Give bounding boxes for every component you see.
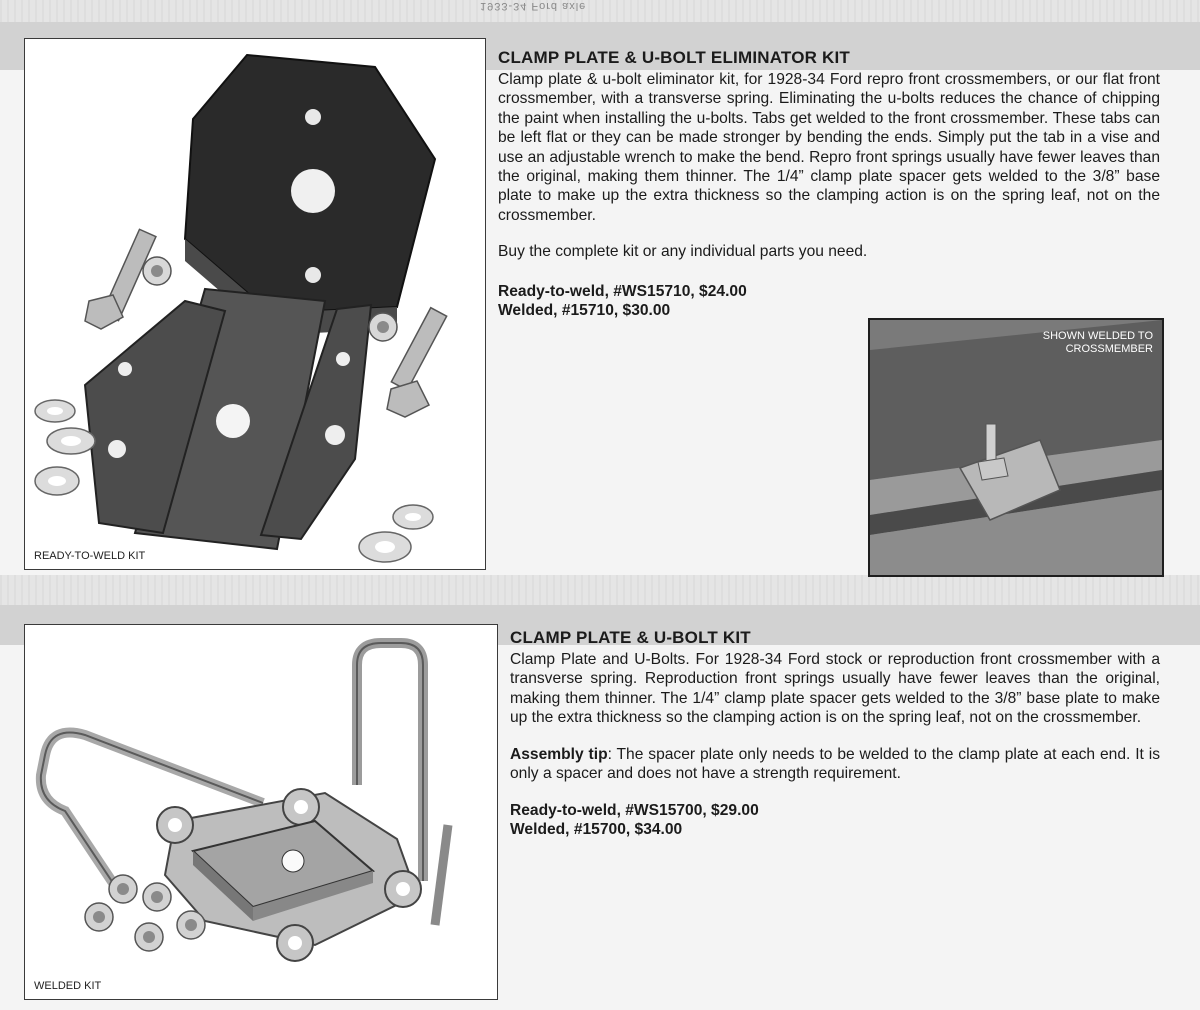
photo-caption-welded-kit: WELDED KIT	[34, 980, 102, 992]
eliminator-kit-illustration	[34, 53, 448, 563]
product-text-u-bolt: CLAMP PLATE & U-BOLT KIT Clamp Plate and…	[510, 628, 1160, 839]
inset-caption-line-1: SHOWN WELDED TO	[1042, 330, 1153, 342]
u-bolt-kit-illustration	[35, 638, 453, 962]
product-photo-eliminator-kit: READY-TO-WELD KIT	[24, 38, 486, 570]
price-ready-to-weld-15710: Ready-to-weld, #WS15710, $24.00	[498, 282, 747, 300]
purchase-note: Buy the complete kit or any individual p…	[498, 243, 868, 261]
inset-caption-line-2: CROSSMEMBER	[1065, 343, 1153, 355]
price-welded-15710: Welded, #15710, $30.00	[498, 301, 671, 319]
product-description-eliminator: Clamp plate & u-bolt eliminator kit, for…	[498, 71, 1160, 224]
product-title-eliminator: CLAMP PLATE & U-BOLT ELIMINATOR KIT	[498, 48, 851, 67]
assembly-tip-label: Assembly tip	[510, 745, 608, 763]
bleed-through-text: 1933-34 Ford axle	[480, 0, 587, 12]
product-description-u-bolt: Clamp Plate and U-Bolts. For 1928-34 For…	[510, 651, 1160, 727]
photo-caption-ready-to-weld: READY-TO-WELD KIT	[34, 550, 146, 562]
assembly-tip: Assembly tip: The spacer plate only need…	[510, 745, 1160, 784]
product-photo-welded-kit: WELDED KIT	[24, 624, 498, 1000]
inset-caption: SHOWN WELDED TO CROSSMEMBER	[983, 330, 1153, 356]
assembly-tip-text: : The spacer plate only needs to be weld…	[510, 745, 1160, 783]
product-text-eliminator: CLAMP PLATE & U-BOLT ELIMINATOR KIT Clam…	[498, 48, 1160, 320]
crossmember-illustration	[870, 320, 1162, 575]
product-title-u-bolt: CLAMP PLATE & U-BOLT KIT	[510, 628, 751, 647]
price-welded-15700: Welded, #15700, $34.00	[510, 821, 683, 839]
inset-photo-welded-to-crossmember: SHOWN WELDED TO CROSSMEMBER	[868, 318, 1164, 577]
price-ready-to-weld-15700: Ready-to-weld, #WS15700, $29.00	[510, 802, 759, 820]
